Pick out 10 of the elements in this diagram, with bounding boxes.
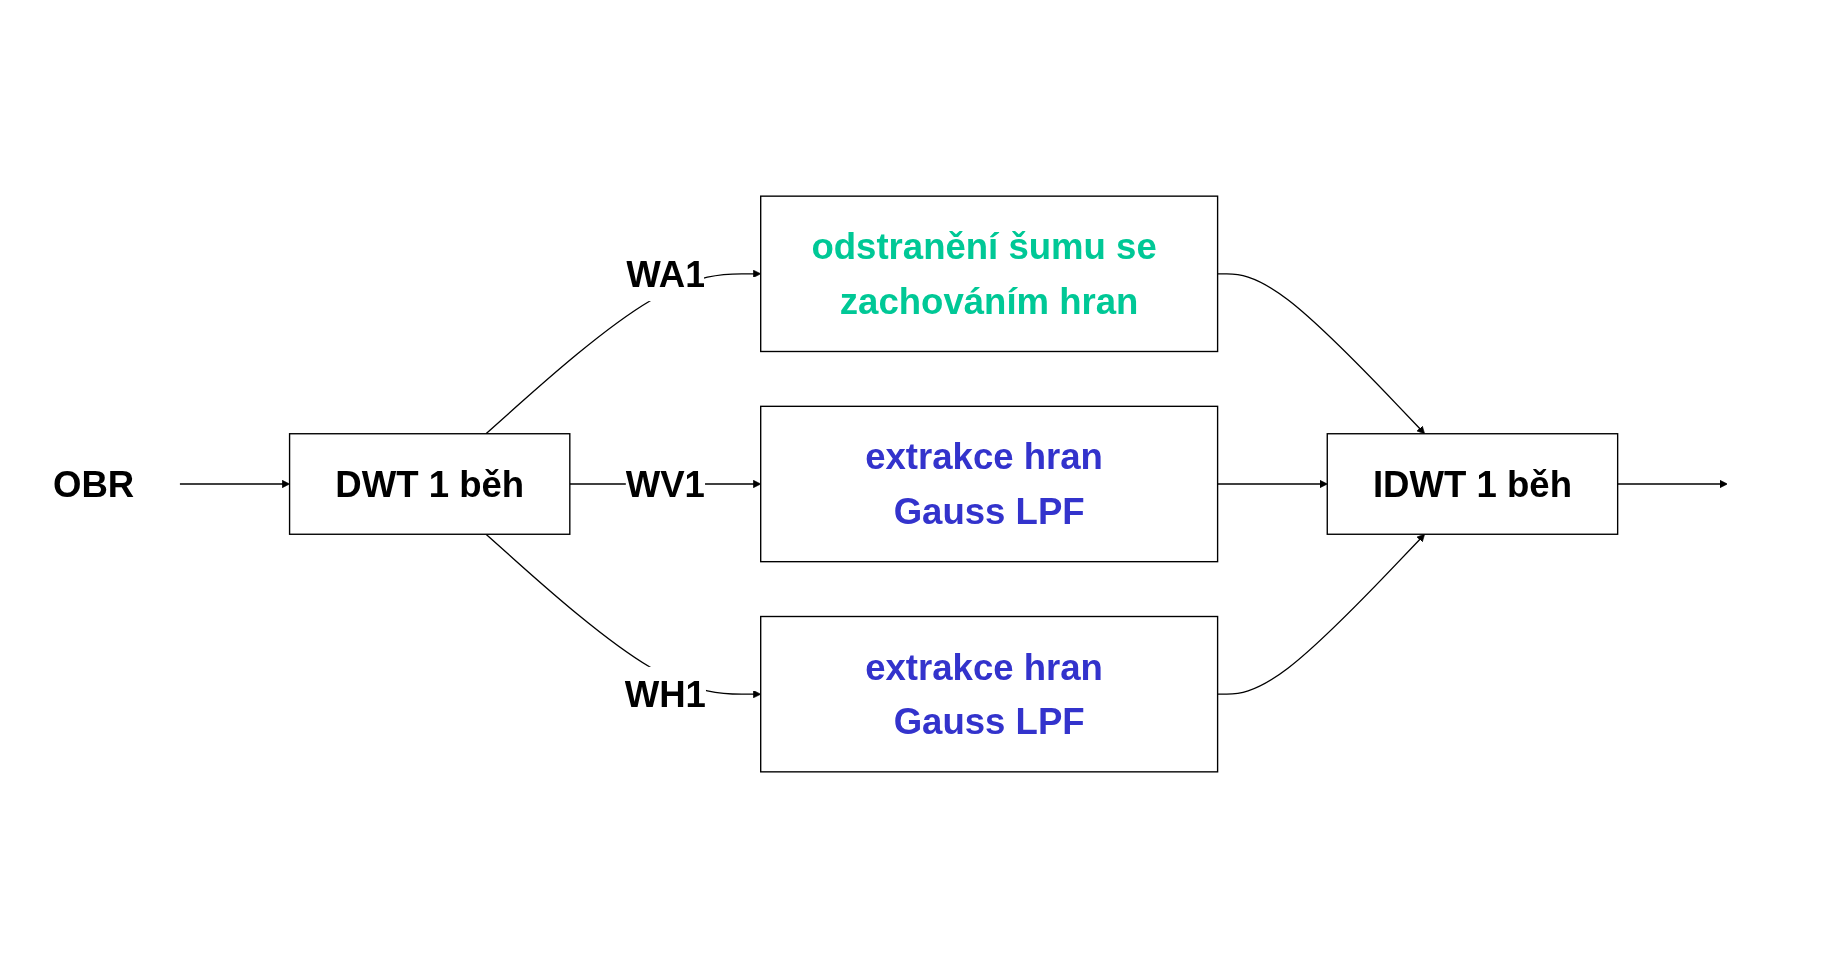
edge-label: WA1	[626, 253, 706, 294]
arrow	[179, 480, 290, 488]
node-box: odstranění šumu se zachováním hran	[760, 195, 1219, 353]
node-text: OBR	[53, 463, 135, 505]
node-box: extrakce hran Gauss LPF	[760, 405, 1219, 563]
edge-label: WH1	[624, 674, 706, 715]
node-box: DWT 1 běh	[288, 433, 571, 535]
node-box: extrakce hran Gauss LPF	[760, 615, 1219, 773]
edge-label: WV1	[625, 463, 705, 505]
node-box: IDWT 1 běh	[1326, 433, 1619, 535]
